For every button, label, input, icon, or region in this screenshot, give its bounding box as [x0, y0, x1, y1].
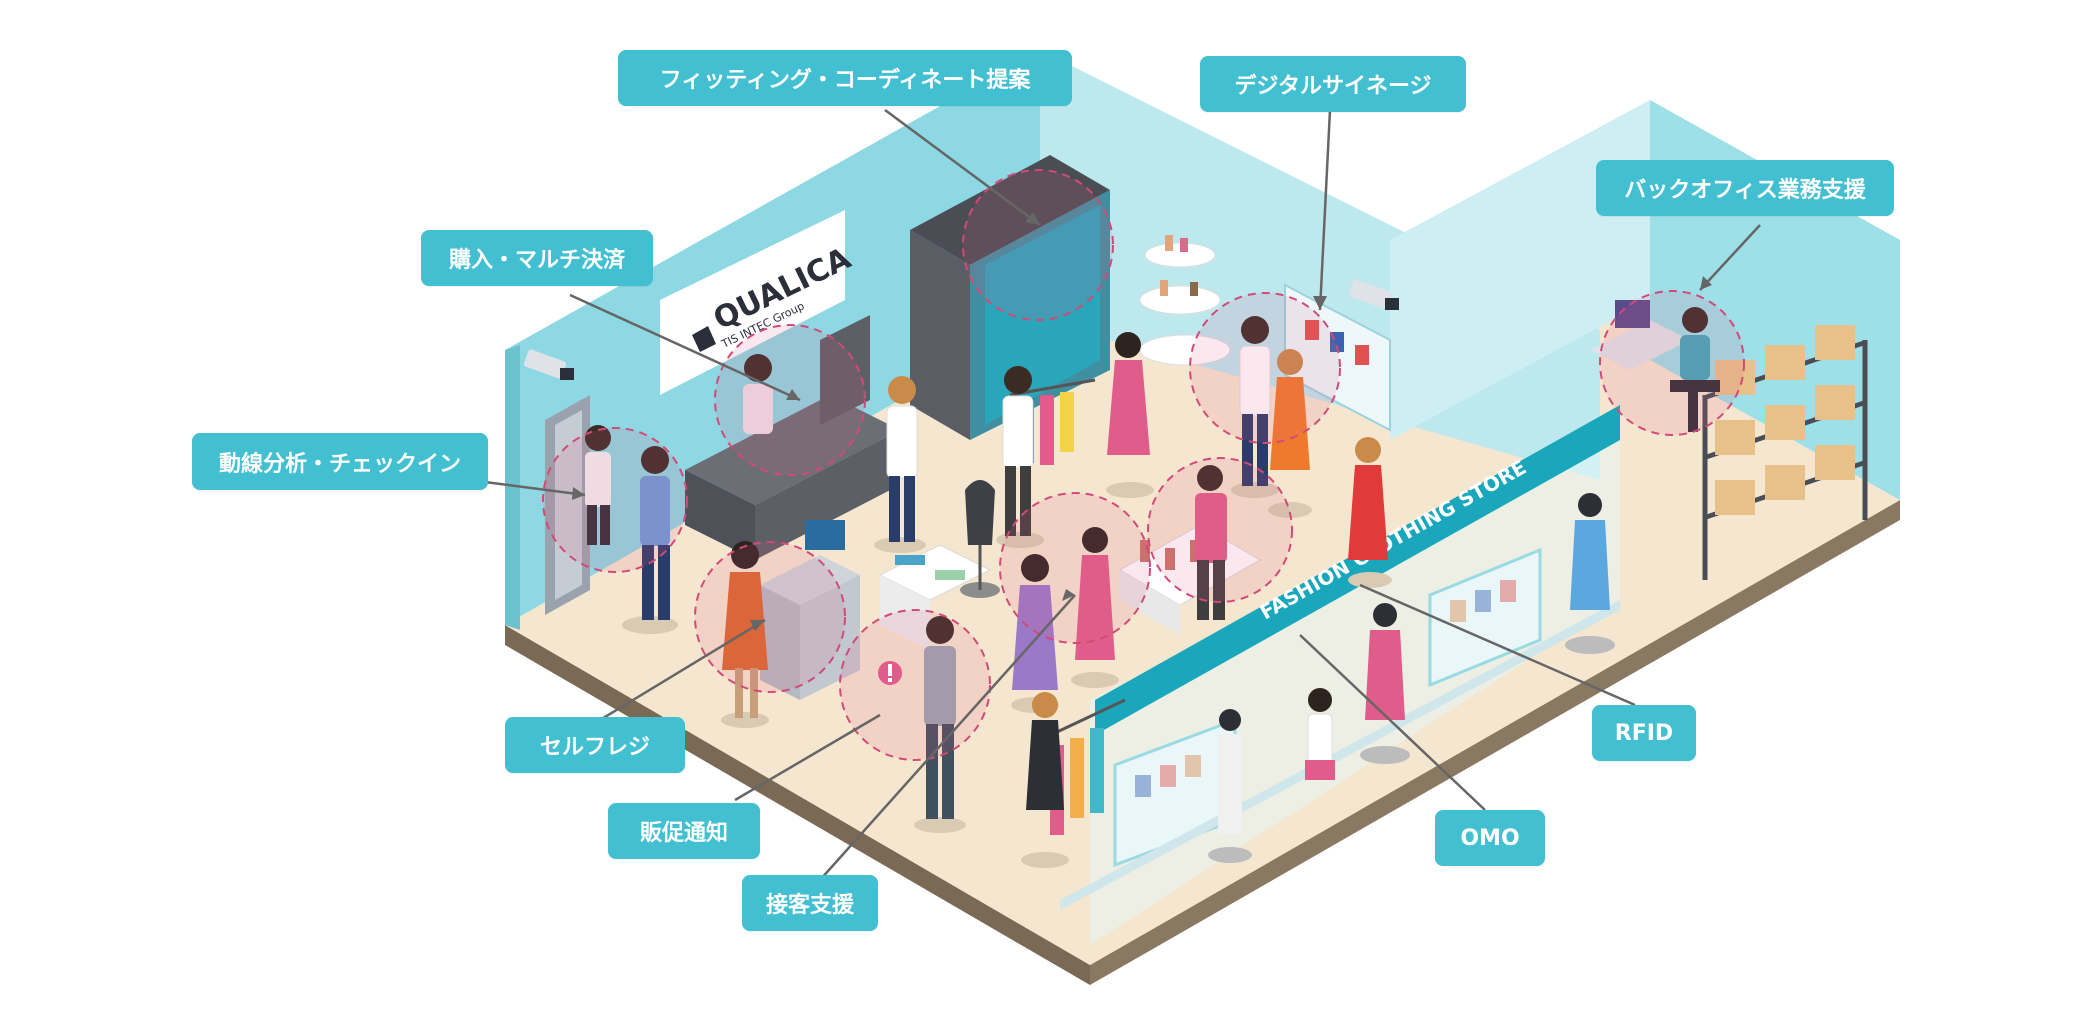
floor-base-left [505, 625, 1090, 985]
folded-clothes-table [878, 544, 992, 650]
person-couple-woman [1268, 349, 1312, 518]
mannequin-dark [960, 480, 1000, 598]
entrance-gate [545, 395, 590, 615]
highlight-rfid [1147, 457, 1293, 603]
arrow-service [1062, 589, 1075, 601]
person-backoffice-worker [1670, 307, 1720, 432]
self-register-kiosk [760, 520, 860, 700]
mannequin-window-pink [1360, 603, 1410, 764]
person-customer-counter [874, 376, 926, 553]
highlight-signage [1189, 292, 1341, 444]
highlight-backoffice [1599, 290, 1745, 436]
leader-rfid [1359, 583, 1636, 707]
leader-fitting [884, 108, 1041, 227]
callout-backoffice-support: バックオフィス業務支援 [1596, 160, 1894, 216]
leader-purchase [569, 293, 801, 402]
callout-flow-analysis-checkin: 動線分析・チェックイン [192, 433, 488, 490]
highlight-flow [542, 427, 688, 573]
mannequin-window-white [1208, 709, 1252, 863]
leader-signage [1318, 109, 1332, 311]
callout-self-register: セルフレジ [505, 717, 685, 773]
backoffice-shelf [1702, 325, 1868, 580]
leader-flow [484, 480, 586, 497]
leader-selfregi [599, 618, 766, 722]
backoffice-desk [1590, 300, 1690, 370]
cosmetics-shelf [1139, 235, 1231, 366]
highlight-fitting [962, 169, 1114, 321]
backroom-wall-left [1390, 100, 1650, 440]
person-staff-display [1195, 465, 1227, 620]
highlight-service [999, 492, 1151, 644]
mannequin-window-blue [1565, 493, 1615, 654]
callout-customer-service: 接客支援 [742, 875, 878, 931]
qualica-logo-icon [692, 326, 716, 352]
security-camera-left-icon [523, 349, 574, 380]
cash-counter [685, 315, 900, 560]
callout-purchase-multi-payment: 購入・マルチ決済 [421, 230, 653, 286]
leader-arrowheads [572, 212, 1712, 631]
left-wall-end [505, 345, 520, 630]
leader-lines [484, 108, 1761, 881]
person-woman-selfregi [721, 541, 769, 728]
person-man-phone [914, 616, 966, 833]
left-wall [505, 50, 1040, 625]
store-front-glass-lower [1060, 600, 1620, 910]
callout-digital-signage: デジタルサイネージ [1200, 56, 1466, 112]
person-woman-pink [1071, 527, 1119, 688]
digital-signage-wall [1284, 283, 1391, 432]
leader-omo [1299, 634, 1486, 811]
person-woman-tablet [1106, 332, 1154, 498]
notification-alert-icon [878, 661, 902, 685]
person-window-shopper [1305, 688, 1335, 780]
person-woman-black [1021, 692, 1069, 868]
arrow-selfregi [750, 620, 765, 631]
leader-service [819, 594, 1076, 881]
arrow-backoffice [1700, 276, 1712, 290]
person-couple-man [1231, 316, 1279, 498]
leader-backoffice [1699, 224, 1761, 291]
floor-base-right [1090, 500, 1900, 985]
highlight-circles [542, 169, 1745, 761]
arrow-flow [572, 487, 585, 500]
security-camera-right-icon [1348, 279, 1399, 310]
callout-omo: OMO [1435, 810, 1545, 866]
arrow-signage [1313, 296, 1327, 310]
person-woman-red [1348, 437, 1392, 588]
arrow-fitting [1025, 212, 1040, 225]
highlight-selfregi [694, 541, 846, 693]
highlight-promo [839, 609, 991, 761]
arrow-purchase [786, 389, 800, 400]
callout-fitting-coordinate: フィッティング・コーディネート提案 [618, 50, 1072, 106]
callout-promo-notification: 販促通知 [608, 803, 760, 859]
leader-promo [734, 713, 881, 802]
person-customer-gate [622, 446, 678, 634]
callout-rfid: RFID [1592, 705, 1696, 761]
person-cashier [743, 354, 773, 434]
